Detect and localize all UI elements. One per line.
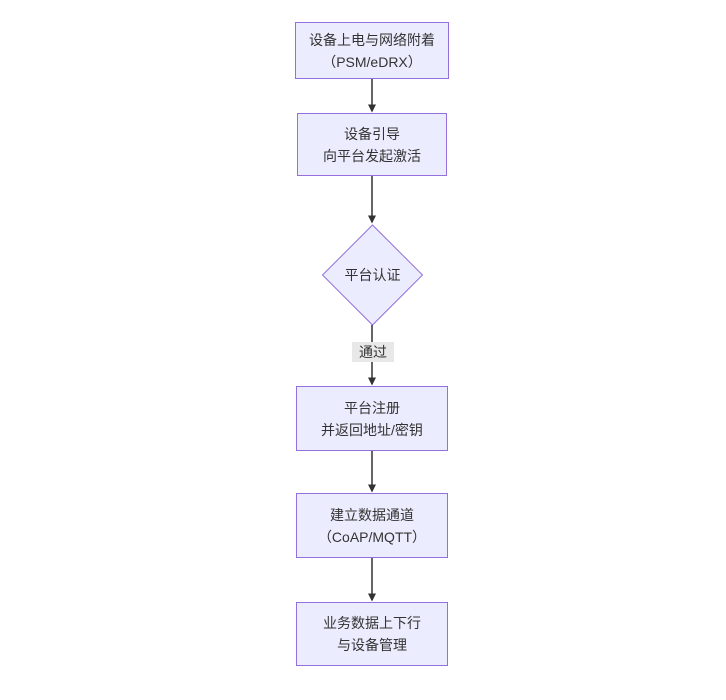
node-register: 平台注册 并返回地址/密钥 [296,386,448,451]
edge-label-pass: 通过 [352,342,394,362]
node-data-channel-line2: （CoAP/MQTT） [317,528,427,545]
node-power-attach: 设备上电与网络附着 （PSM/eDRX） [295,22,449,79]
node-business-data-line2: 与设备管理 [337,637,407,653]
node-data-channel: 建立数据通道 （CoAP/MQTT） [296,493,448,558]
node-power-attach-line2: （PSM/eDRX） [322,53,422,70]
decision-platform-auth-label: 平台认证 [344,267,401,283]
node-power-attach-line1: 设备上电与网络附着 [309,31,435,48]
node-register-line2: 并返回地址/密钥 [321,421,423,438]
node-data-channel-line1: 建立数据通道 [330,506,414,523]
node-bootstrap-line1: 设备引导 [344,125,400,142]
node-business-data: 业务数据上下行 与设备管理 [296,602,448,666]
node-bootstrap-line2: 向平台发起激活 [323,147,421,164]
node-bootstrap: 设备引导 向平台发起激活 [297,113,447,176]
node-register-line1: 平台注册 [344,399,400,416]
node-business-data-line1: 业务数据上下行 [323,615,421,631]
